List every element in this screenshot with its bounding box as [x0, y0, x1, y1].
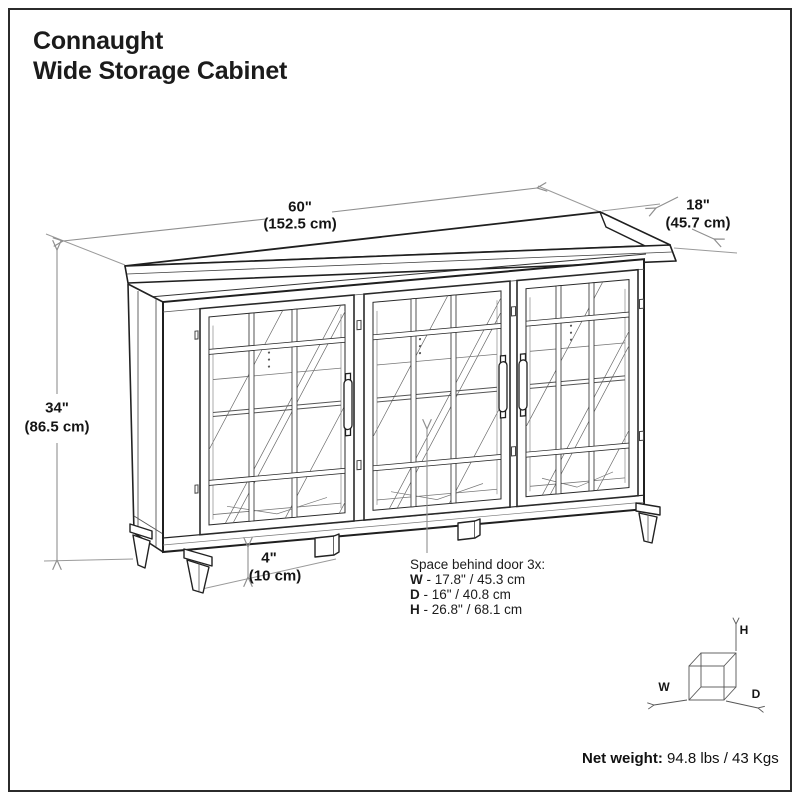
space-behind-door-height: H - 26.8" / 68.1 cm	[410, 602, 523, 617]
width-dim-cm: (152.5 cm)	[263, 215, 337, 233]
hinges	[194, 298, 644, 494]
leg-height-dim-inches: 4"	[261, 549, 277, 567]
depth-dim-cm: (45.7 cm)	[665, 214, 731, 232]
product-title: Connaught Wide Storage Cabinet	[33, 26, 287, 86]
space-behind-door-depth: D - 16" / 40.8 cm	[410, 587, 511, 602]
cabinet-left-side	[127, 283, 164, 553]
cabinet-front-face	[162, 258, 645, 554]
door-handles	[343, 353, 528, 437]
net-weight: Net weight: 94.8 lbs / 43 Kgs	[582, 750, 779, 767]
space-behind-door-width: W - 17.8" / 45.3 cm	[410, 572, 526, 587]
cube-width-label: W	[658, 680, 670, 694]
space-behind-door-note: Space behind door 3x: W - 17.8" / 45.3 c…	[410, 557, 545, 617]
width-dim-inches: 60"	[288, 198, 312, 216]
cabinet-top-slab	[124, 211, 677, 284]
net-weight-label: Net weight:	[582, 750, 663, 767]
cube-depth-label: D	[751, 687, 761, 701]
depth-dim-line-upper	[656, 196, 679, 208]
net-weight-value: 94.8 lbs / 43 Kgs	[662, 750, 779, 767]
cube-height-label: H	[739, 623, 749, 637]
glass-door-2	[363, 280, 511, 521]
height-dim-cm: (86.5 cm)	[24, 418, 90, 436]
depth-dim-line-lower	[691, 228, 714, 239]
cabinet-legs	[129, 502, 661, 594]
space-behind-door-heading: Space behind door 3x:	[410, 557, 546, 572]
product-title-line2: Wide Storage Cabinet	[33, 57, 288, 85]
glass-door-1	[199, 294, 355, 536]
depth-dim-inches: 18"	[686, 196, 710, 214]
product-title-line1: Connaught	[33, 27, 164, 55]
width-dim-line-right	[331, 188, 537, 213]
height-dim-inches: 34"	[45, 399, 69, 417]
orientation-cube-icon	[654, 624, 758, 708]
width-dim-line-left	[63, 218, 267, 241]
dimension-lines	[57, 188, 714, 577]
glass-door-3	[516, 268, 639, 508]
leg-height-dim-cm: (10 cm)	[248, 567, 302, 585]
